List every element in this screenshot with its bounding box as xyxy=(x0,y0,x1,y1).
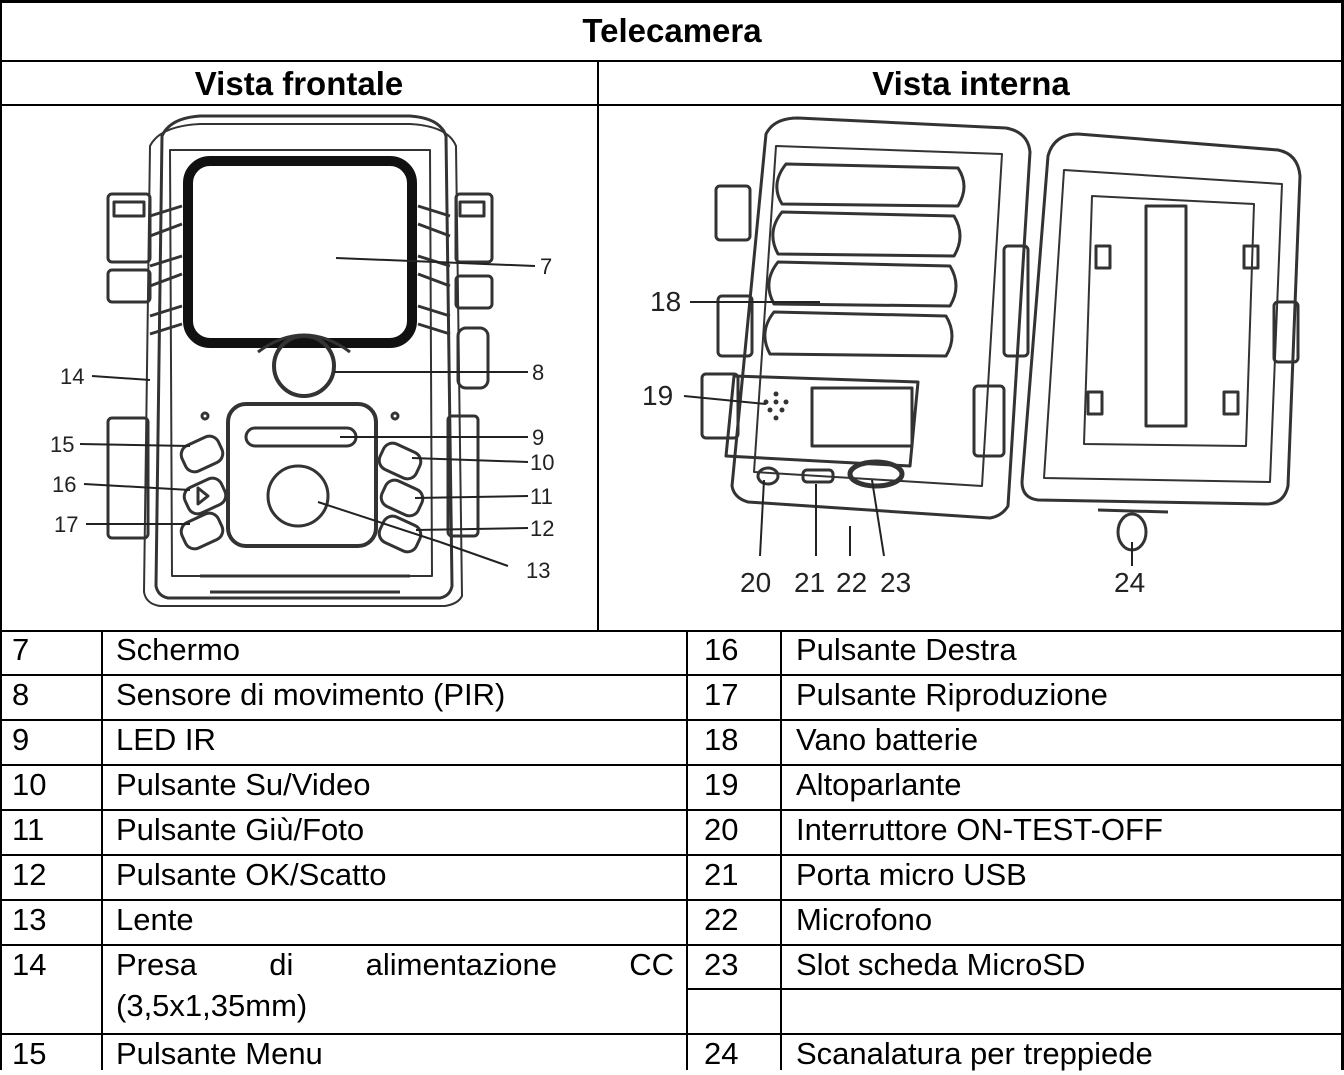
part-number: 21 xyxy=(704,857,739,892)
part-number: 19 xyxy=(704,767,739,802)
callout-11: 11 xyxy=(530,484,553,509)
callout-13: 13 xyxy=(526,558,550,583)
callout-10: 10 xyxy=(530,450,554,475)
callout-16: 16 xyxy=(52,472,76,497)
part-label: Vano batterie xyxy=(796,722,979,757)
callout-22: 22 xyxy=(836,567,867,598)
part-number: 7 xyxy=(12,632,30,667)
part-number: 13 xyxy=(12,902,47,937)
part-number: 12 xyxy=(12,857,47,892)
front-view-heading: Vista frontale xyxy=(194,65,404,102)
part-number: 17 xyxy=(704,677,739,712)
part-label: Pulsante Menu xyxy=(116,1036,323,1071)
callout-15: 15 xyxy=(50,432,74,457)
callout-19: 19 xyxy=(642,380,673,411)
part-label: Pulsante Destra xyxy=(796,632,1017,667)
part-label: Microfono xyxy=(796,902,933,937)
part-label: Presa di alimentazione CC xyxy=(116,947,674,982)
part-label: Pulsante Su/Video xyxy=(116,767,371,802)
part-label: LED IR xyxy=(116,722,216,757)
part-label: Slot scheda MicroSD xyxy=(796,947,1086,982)
callout-17: 17 xyxy=(54,512,78,537)
callout-12: 12 xyxy=(530,516,554,541)
part-number: 18 xyxy=(704,722,739,757)
part-number: 20 xyxy=(704,812,739,847)
part-number: 8 xyxy=(12,677,30,712)
part-label: Interruttore ON-TEST-OFF xyxy=(796,812,1163,847)
part-label: Scanalatura per treppiede xyxy=(796,1036,1153,1071)
callout-8: 8 xyxy=(532,360,544,385)
part-number: 10 xyxy=(12,767,47,802)
callout-24: 24 xyxy=(1114,567,1145,598)
part-label: Pulsante Giù/Foto xyxy=(116,812,365,847)
front-view-diagram: 7 8 9 10 11 12 13 14 15 16 17 xyxy=(50,114,554,607)
part-label: Pulsante Riproduzione xyxy=(796,677,1108,712)
part-label: Schermo xyxy=(116,632,241,667)
part-number: 15 xyxy=(12,1036,47,1071)
callout-23: 23 xyxy=(880,567,911,598)
part-number: 16 xyxy=(704,632,739,667)
callout-18: 18 xyxy=(650,286,681,317)
part-label: Altoparlante xyxy=(796,767,962,802)
callout-20: 20 xyxy=(740,567,771,598)
part-number: 14 xyxy=(12,947,47,982)
part-label: Porta micro USB xyxy=(796,857,1027,892)
part-label: Sensore di movimento (PIR) xyxy=(116,677,506,712)
part-label-line2: (3,5x1,35mm) xyxy=(116,988,308,1023)
part-number: 9 xyxy=(12,722,30,757)
part-number: 22 xyxy=(704,902,739,937)
callout-9: 9 xyxy=(532,425,544,450)
callout-7: 7 xyxy=(540,254,552,279)
part-number: 23 xyxy=(704,947,739,982)
callout-21: 21 xyxy=(794,567,825,598)
part-number: 11 xyxy=(12,812,45,847)
table-title: Telecamera xyxy=(582,12,762,49)
part-number: 24 xyxy=(704,1036,739,1071)
part-label: Pulsante OK/Scatto xyxy=(116,857,387,892)
callout-14: 14 xyxy=(60,364,84,389)
inside-view-heading: Vista interna xyxy=(872,65,1070,102)
part-label: Lente xyxy=(116,902,194,937)
inside-view-diagram: 18 19 20 21 22 23 24 xyxy=(642,116,1302,598)
